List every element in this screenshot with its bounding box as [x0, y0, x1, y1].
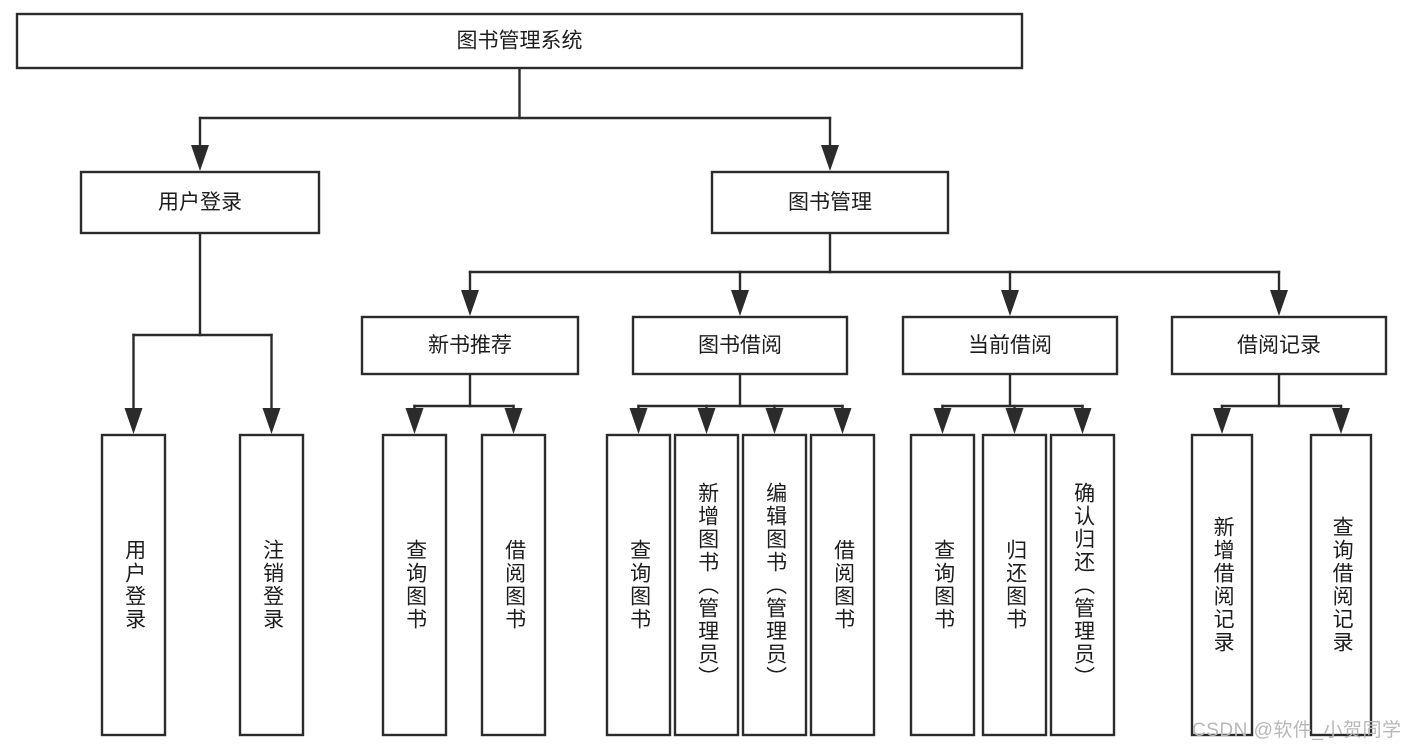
arrow-head-leaf_confirm_return: [1073, 408, 1092, 434]
node-box-leaf-add-book[interactable]: [673, 433, 740, 737]
node-box-leaf-borrow-book-2[interactable]: [809, 433, 876, 737]
arrow-head-book_borrow: [731, 290, 749, 316]
node-label-borrow-record: 借阅记录: [1237, 334, 1321, 357]
arrow-head-leaf_return_book: [1005, 408, 1024, 434]
node-box-leaf-query-book-3[interactable]: [909, 433, 976, 737]
node-box-book-borrow[interactable]: [631, 315, 849, 376]
node-label-book-borrow: 图书借阅: [698, 334, 782, 357]
node-label-new-book-rec: 新书推荐: [428, 334, 512, 357]
arrow-head-leaf_query_book_3: [933, 408, 952, 434]
node-label-current-borrow: 当前借阅: [968, 334, 1052, 357]
node-box-new-book-rec[interactable]: [360, 315, 580, 376]
node-box-leaf-return-book[interactable]: [981, 433, 1048, 737]
node-box-borrow-record[interactable]: [1170, 315, 1388, 376]
arrow-head-new_book_rec: [461, 290, 479, 316]
arrow-head-book_manage: [821, 145, 839, 171]
node-box-layer: [15, 12, 1388, 737]
node-box-leaf-borrow-book-1[interactable]: [480, 433, 547, 737]
arrow-head-leaf_add_book: [697, 408, 716, 434]
arrow-head-user_login: [191, 145, 209, 171]
node-box-book-manage[interactable]: [710, 170, 950, 235]
node-box-root[interactable]: [15, 12, 1024, 70]
arrow-head-leaf_user_login: [124, 408, 143, 434]
node-box-leaf-query-book-2[interactable]: [605, 433, 672, 737]
arrow-head-leaf_query_book_2: [629, 408, 648, 434]
arrow-head-current_borrow: [1001, 290, 1019, 316]
node-label-book-manage: 图书管理: [788, 191, 872, 214]
node-box-leaf-query-record[interactable]: [1309, 433, 1373, 737]
arrow-head-leaf_borrow_book_1: [504, 408, 523, 434]
connector-layer: [124, 66, 1350, 434]
node-label-root: 图书管理系统: [457, 30, 583, 53]
node-box-leaf-confirm-return[interactable]: [1049, 433, 1116, 737]
node-label-user-login: 用户登录: [158, 191, 242, 214]
arrow-head-borrow_record: [1270, 290, 1288, 316]
node-box-current-borrow[interactable]: [901, 315, 1119, 376]
arrow-head-leaf_edit_book: [765, 408, 784, 434]
arrow-head-leaf_logout: [262, 408, 281, 434]
node-box-leaf-query-book-1[interactable]: [381, 433, 448, 737]
node-box-user-login[interactable]: [79, 170, 321, 235]
node-box-leaf-edit-book[interactable]: [741, 433, 808, 737]
arrow-head-leaf_borrow_book_2: [833, 408, 852, 434]
arrow-head-leaf_query_book_1: [405, 408, 424, 434]
node-box-leaf-add-record[interactable]: [1190, 433, 1254, 737]
arrow-head-leaf_add_record: [1213, 408, 1231, 434]
csdn-watermark: CSDN @软件_小贺同学: [1192, 720, 1402, 741]
arrow-head-leaf_query_record: [1332, 408, 1350, 434]
node-box-leaf-user-login[interactable]: [100, 433, 167, 737]
node-box-leaf-logout[interactable]: [238, 433, 305, 737]
